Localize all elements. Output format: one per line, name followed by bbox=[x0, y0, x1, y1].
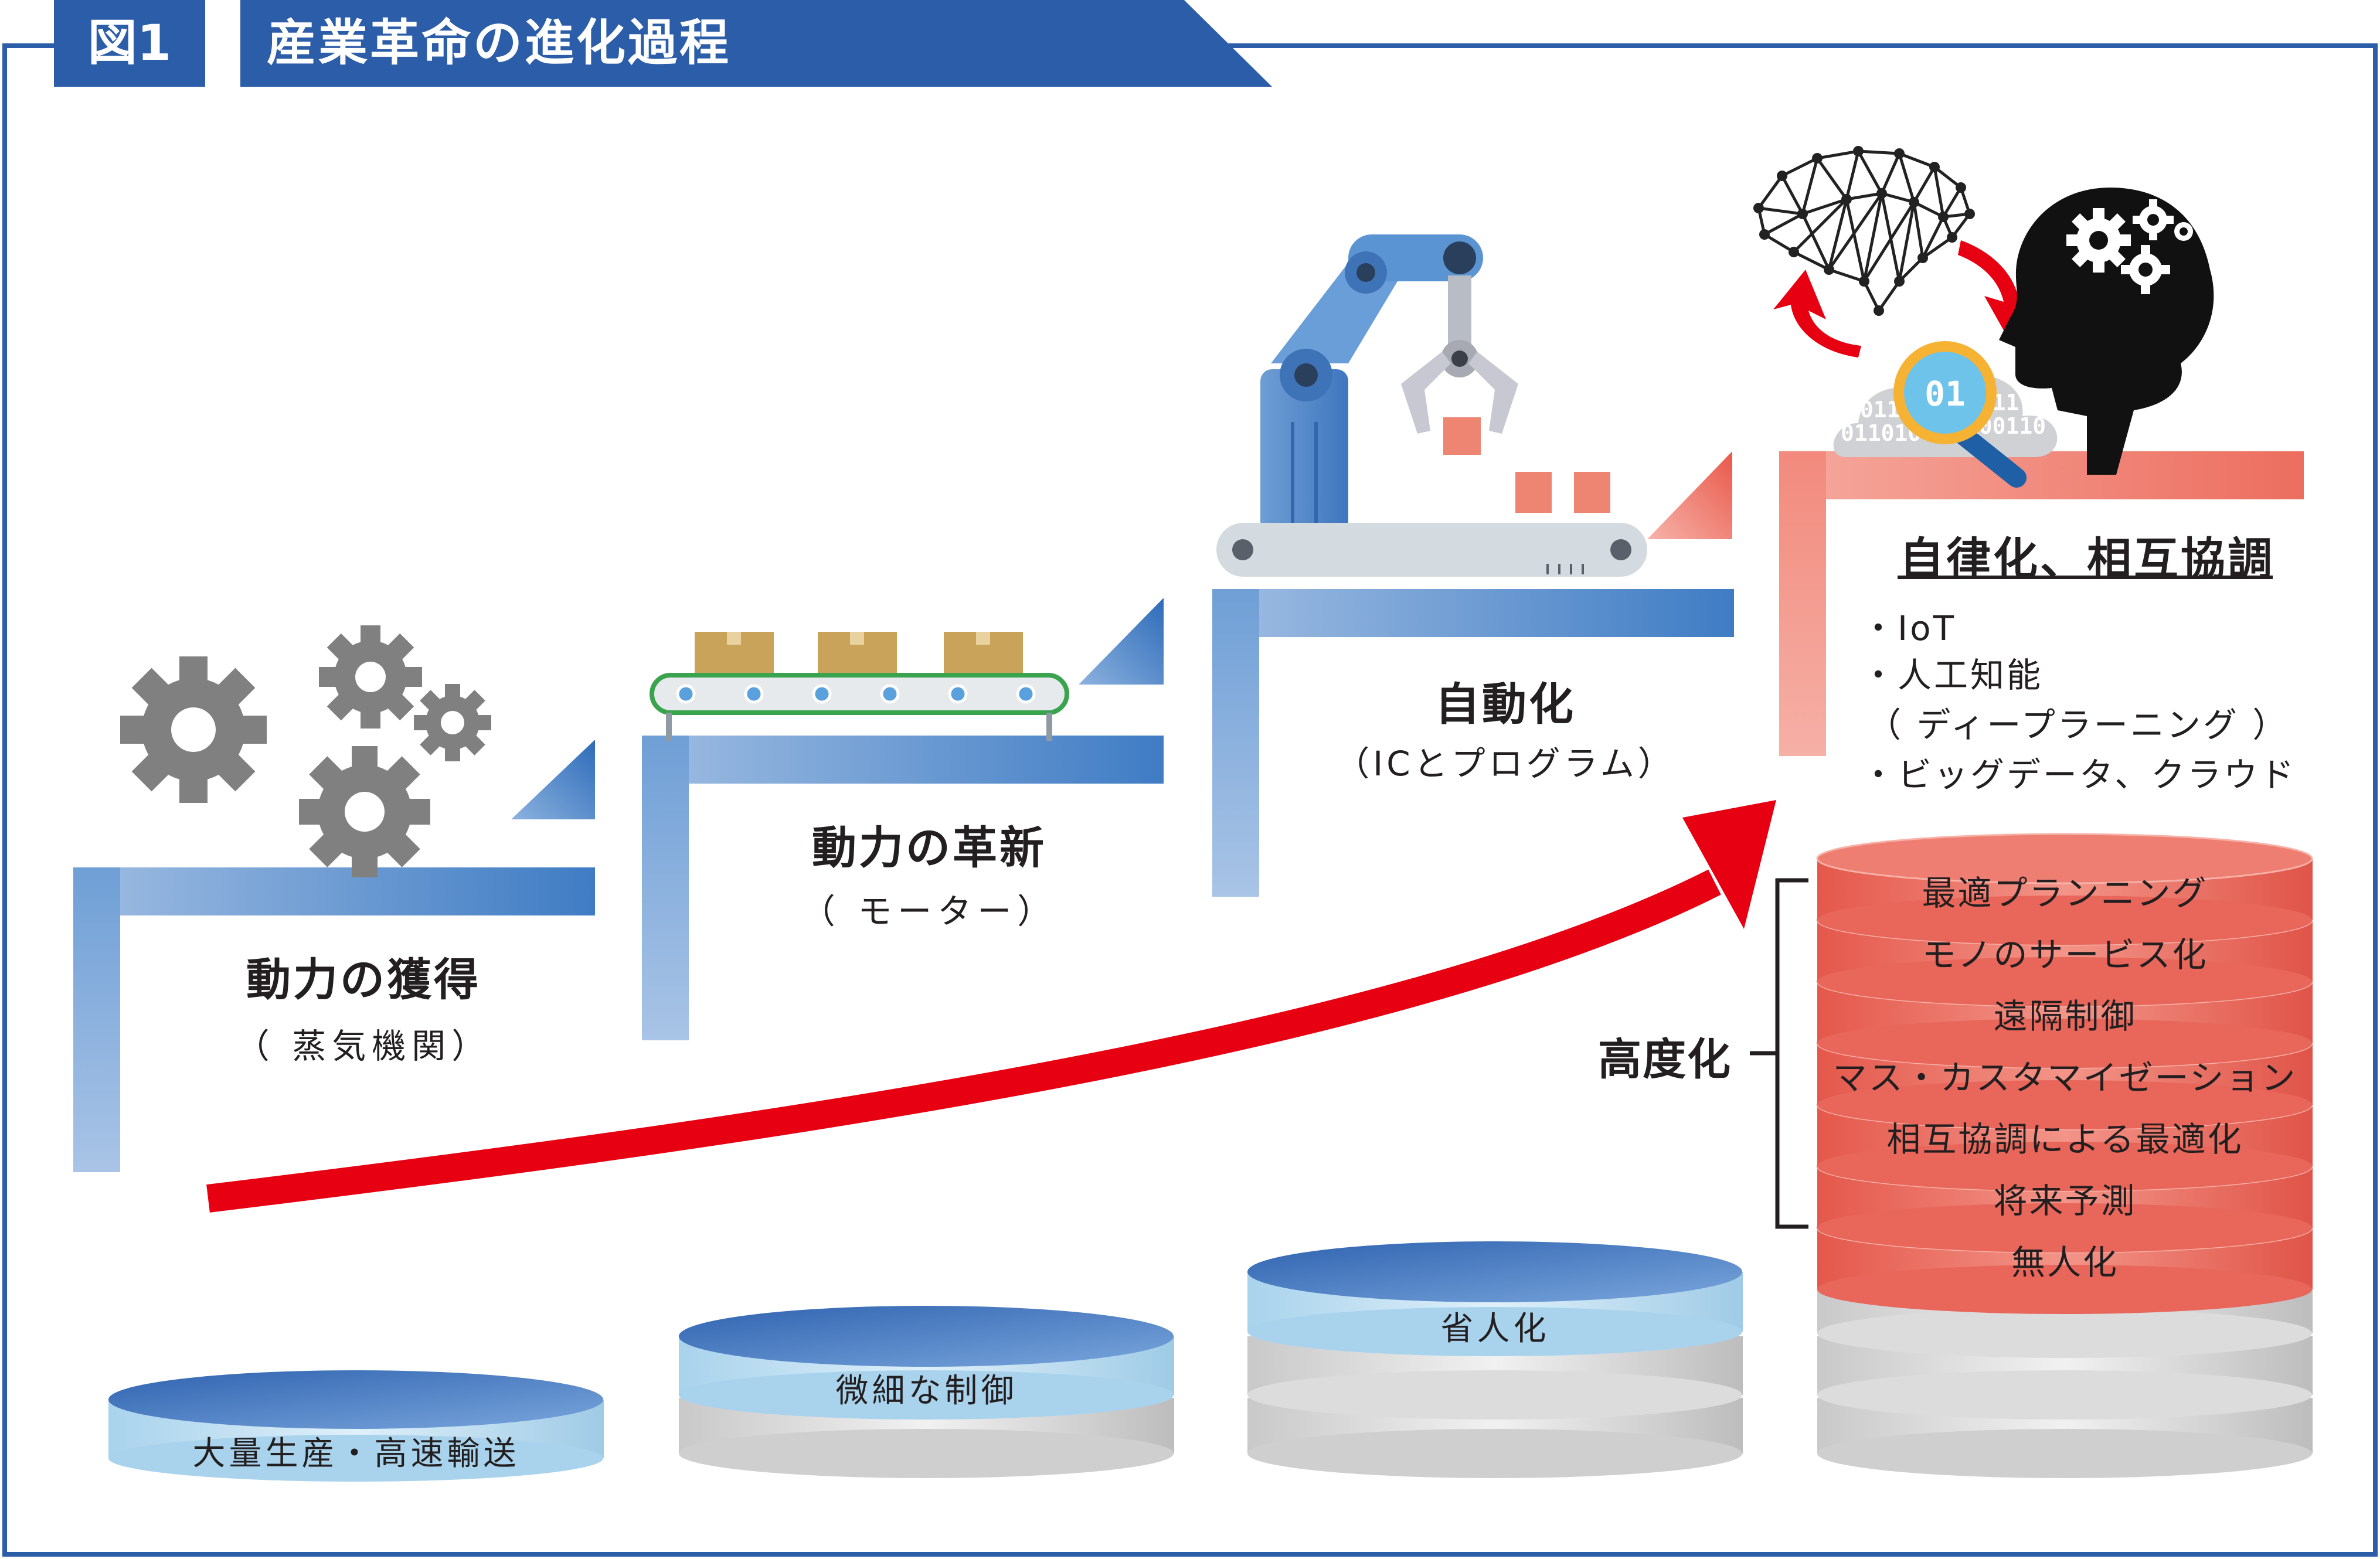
step-3-subtitle: （ICとプログラム） bbox=[1335, 744, 1675, 784]
stack-layer-label-7: 無人化 bbox=[2011, 1243, 2119, 1282]
stack-layer-top-1 bbox=[1816, 833, 2313, 884]
magnifier-binary: 01 bbox=[1925, 374, 1966, 414]
neural-network-icon bbox=[1753, 146, 1975, 316]
robot-arm-icon bbox=[1216, 234, 1647, 577]
sophistication-bracket bbox=[1750, 878, 1808, 1229]
step-2-subtitle: （ モーター） bbox=[801, 891, 1058, 931]
base-3-label: 省人化 bbox=[1440, 1310, 1550, 1348]
page-title: 産業革命の進化過程 bbox=[267, 14, 732, 72]
header-tag-bg bbox=[54, 0, 205, 87]
stack-layer-label-4: マス・カスタマイゼーション bbox=[1832, 1058, 2297, 1098]
step-4-bullet-bigdata: ・ビッグデータ、クラウド bbox=[1861, 755, 2297, 795]
step-4-bullet-deep-learning: （ ディープラーニング ） bbox=[1867, 705, 2289, 745]
stack-layer-edge-7 bbox=[1817, 1265, 2312, 1314]
step-1-title: 動力の獲得 bbox=[246, 954, 481, 1006]
stack-layer-edge-5 bbox=[1817, 1142, 2312, 1191]
stack-layer-edge-1 bbox=[1817, 896, 2312, 945]
step-4-bullet-ai: ・人工知能 bbox=[1861, 655, 2044, 695]
figure-tag: 図1 bbox=[87, 14, 172, 72]
stack-layer-edge-6 bbox=[1817, 1203, 2312, 1252]
base-2-label: 微細な制御 bbox=[835, 1372, 1018, 1410]
step-4-title: 自律化、相互協調 bbox=[1899, 533, 2274, 585]
gears-icon bbox=[120, 625, 491, 877]
stack-layer-edge-4 bbox=[1817, 1080, 2312, 1129]
step-3-shape bbox=[1212, 451, 1734, 897]
sophistication-stack bbox=[1816, 833, 2313, 1314]
stack-layer-label-2: モノのサービス化 bbox=[1922, 935, 2208, 975]
stack-layer-label-3: 遠隔制御 bbox=[1993, 996, 2137, 1036]
stack-layer-edge-2 bbox=[1817, 957, 2312, 1006]
stack-layer-label-6: 将来予測 bbox=[1993, 1181, 2137, 1221]
step-4-shape bbox=[1779, 451, 2304, 756]
base-disk-3 bbox=[1247, 1241, 1743, 1478]
growth-arrow-icon bbox=[206, 800, 1776, 1213]
header-title-bg bbox=[240, 0, 1272, 87]
step-3-title: 自動化 bbox=[1435, 678, 1576, 730]
magnifier-icon: 01 bbox=[1893, 341, 2027, 488]
step-1-subtitle: （ 蒸気機関） bbox=[235, 1026, 492, 1066]
base-disk-1 bbox=[108, 1370, 604, 1482]
human-head-gears-icon bbox=[1999, 188, 2214, 475]
base-1-label: 大量生産・高速輸送 bbox=[192, 1435, 520, 1473]
step-4-bullet-iot: ・IoT bbox=[1861, 608, 1957, 648]
base-disk-2 bbox=[679, 1306, 1174, 1478]
step-1-shape bbox=[73, 740, 595, 1172]
stack-layer-label-5: 相互協調による最適化 bbox=[1886, 1119, 2243, 1159]
stack-layer-label-1: 最適プランニング bbox=[1922, 873, 2208, 913]
stack-layer-edge-3 bbox=[1817, 1019, 2312, 1068]
header-gap-white bbox=[205, 43, 240, 50]
conveyor-belt-icon bbox=[650, 632, 1069, 741]
step-2-title: 動力の革新 bbox=[812, 822, 1046, 874]
sophistication-label: 高度化 bbox=[1598, 1034, 1732, 1085]
step-2-shape bbox=[642, 598, 1164, 1040]
